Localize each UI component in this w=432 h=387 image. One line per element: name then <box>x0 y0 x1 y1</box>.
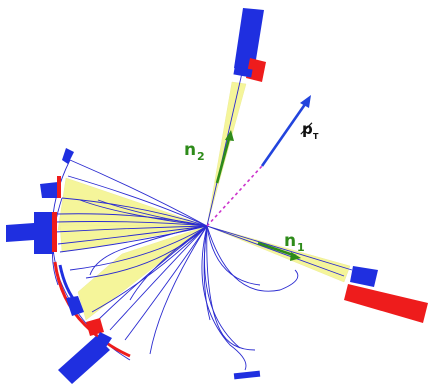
tracks <box>51 72 353 371</box>
jet-cone-right <box>206 225 351 283</box>
tower-lower-big <box>58 336 110 384</box>
track <box>97 199 208 227</box>
tower-left-big-em <box>52 212 57 252</box>
label-met: p̸ T <box>300 120 319 141</box>
tower-right-em <box>344 284 428 323</box>
tower-top-base <box>233 66 253 78</box>
tower-lower-d <box>86 318 104 336</box>
label-n1: n 1 <box>284 231 305 254</box>
label-n1-sub: 1 <box>297 241 305 254</box>
tower-top-had <box>234 8 264 72</box>
track <box>91 225 208 313</box>
tower-lower-c <box>66 296 84 316</box>
label-met-sub: T <box>313 132 319 141</box>
tower-lower-arc-em <box>53 261 131 358</box>
tower-left-big-had2 <box>34 212 54 254</box>
track <box>206 225 299 292</box>
track <box>206 225 353 271</box>
label-n2-sub: 2 <box>197 150 205 163</box>
calorimeter-towers <box>6 8 428 384</box>
label-n1-main: n <box>284 231 296 251</box>
track <box>206 225 256 351</box>
track <box>201 225 247 371</box>
label-met-main: p̸ <box>300 120 313 138</box>
track <box>206 225 345 277</box>
track <box>149 225 208 355</box>
track <box>124 225 208 341</box>
track <box>61 197 208 227</box>
tower-left-b-em <box>57 176 61 198</box>
track <box>69 159 208 227</box>
track <box>54 221 208 227</box>
met-arrow <box>260 95 311 167</box>
track <box>59 225 208 253</box>
track <box>69 225 208 271</box>
track <box>129 225 208 301</box>
jet-cone-up <box>206 81 247 227</box>
tower-left-a <box>62 148 74 164</box>
track <box>203 225 211 321</box>
track <box>206 72 243 227</box>
label-n2: n 2 <box>184 140 205 163</box>
tower-bottom <box>233 370 261 380</box>
track <box>67 175 208 227</box>
track <box>57 225 208 245</box>
track <box>206 225 261 286</box>
label-n2-main: n <box>184 140 196 160</box>
tower-left-big-had <box>6 223 34 242</box>
track <box>54 225 208 233</box>
tower-right-had <box>350 266 378 287</box>
neutrino-arrow-n2 <box>215 130 234 184</box>
met-dashed-line <box>206 165 263 227</box>
track <box>109 225 208 331</box>
track <box>79 199 208 227</box>
track <box>89 225 208 276</box>
tower-left-b <box>40 182 60 198</box>
neutrino-arrow-n1 <box>257 241 301 261</box>
